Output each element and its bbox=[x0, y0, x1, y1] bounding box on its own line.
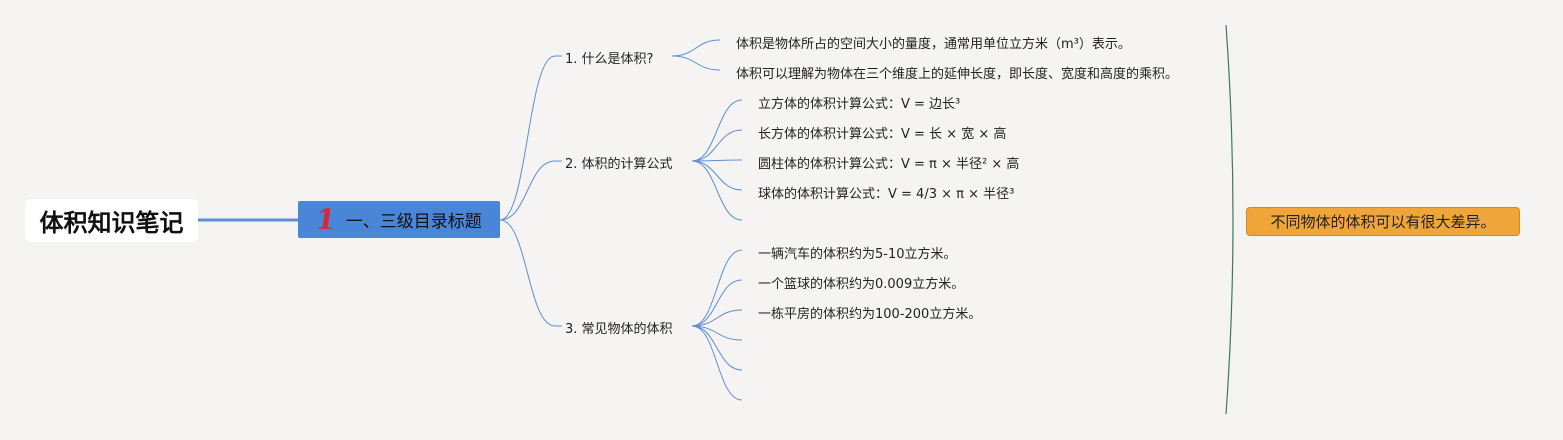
branch-what-is-volume[interactable]: 1. 什么是体积? bbox=[565, 52, 654, 67]
main-topic-label: 一、三级目录标题 bbox=[345, 212, 482, 232]
leaf-cylinder-formula[interactable]: 圆柱体的体积计算公式：V = π × 半径² × 高 bbox=[758, 157, 1020, 172]
main-topic[interactable]: 1 一、三级目录标题 bbox=[298, 201, 500, 238]
leaf-basketball-volume[interactable]: 一个篮球的体积约为0.009立方米。 bbox=[758, 277, 965, 292]
branch-to-leaf-connector bbox=[691, 325, 743, 401]
leaf-house-volume[interactable]: 一栋平房的体积约为100-200立方米。 bbox=[758, 307, 982, 322]
branch-common-volumes[interactable]: 3. 常见物体的体积 bbox=[565, 322, 673, 337]
branch-to-leaf-connector bbox=[671, 55, 721, 71]
branch-to-leaf-connector bbox=[691, 325, 743, 371]
main-to-branch-connector bbox=[499, 160, 556, 221]
branch-to-leaf-connector bbox=[671, 39, 721, 57]
topic-number-badge: 1 bbox=[313, 203, 339, 236]
branch-to-leaf-connector bbox=[691, 99, 743, 162]
branch-to-leaf-connector bbox=[691, 279, 743, 327]
main-to-branch-connector bbox=[499, 55, 556, 221]
leaf-car-volume[interactable]: 一辆汽车的体积约为5-10立方米。 bbox=[758, 247, 957, 262]
summary-bracket bbox=[1225, 24, 1234, 415]
summary-topic[interactable]: 不同物体的体积可以有很大差异。 bbox=[1246, 207, 1520, 236]
root-topic[interactable]: 体积知识笔记 bbox=[25, 199, 198, 242]
leaf-sphere-formula[interactable]: 球体的体积计算公式：V = 4/3 × π × 半径³ bbox=[758, 187, 1015, 202]
leaf-cube-formula[interactable]: 立方体的体积计算公式：V = 边长³ bbox=[758, 97, 961, 112]
branch-to-leaf-connector bbox=[691, 160, 743, 221]
branch-to-leaf-connector bbox=[691, 249, 743, 327]
branch-to-leaf-connector bbox=[691, 309, 743, 327]
leaf-cuboid-formula[interactable]: 长方体的体积计算公式：V = 长 × 宽 × 高 bbox=[758, 127, 1007, 142]
branch-to-leaf-connector bbox=[691, 129, 743, 162]
leaf-dimensions[interactable]: 体积可以理解为物体在三个维度上的延伸长度，即长度、宽度和高度的乘积。 bbox=[736, 67, 1179, 82]
branch-to-leaf-connector bbox=[691, 160, 743, 191]
leaf-definition[interactable]: 体积是物体所占的空间大小的量度，通常用单位立方米（m³）表示。 bbox=[736, 37, 1131, 52]
main-to-branch-connector bbox=[499, 219, 556, 327]
branch-to-leaf-connector bbox=[691, 159, 743, 162]
branch-formulas[interactable]: 2. 体积的计算公式 bbox=[565, 157, 673, 172]
